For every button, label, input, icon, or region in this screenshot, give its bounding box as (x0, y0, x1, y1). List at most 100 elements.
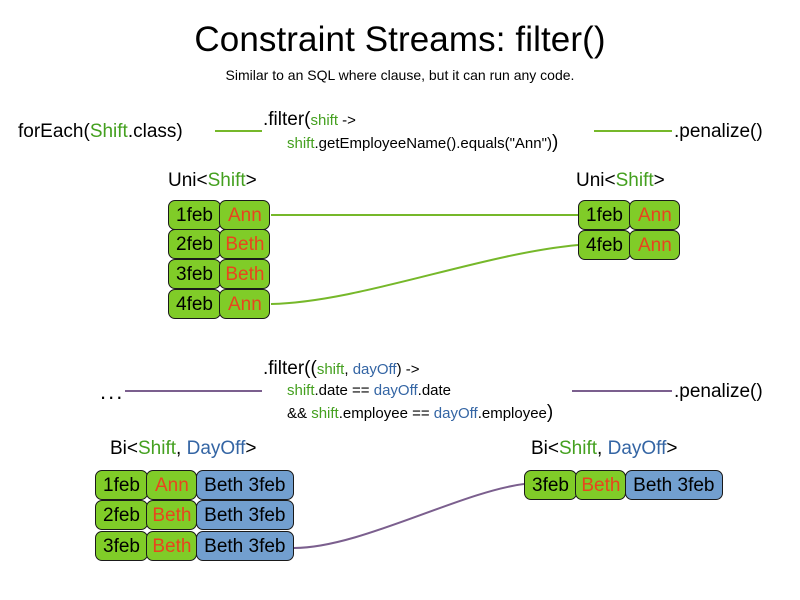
cell-employee: Beth (219, 259, 271, 289)
bi-input-caption-prefix: Bi< (110, 438, 138, 459)
cell-date: 1feb (95, 470, 148, 500)
uni-output-caption-type: Shift (615, 170, 654, 191)
cell-employee-text: Ann (228, 293, 262, 315)
cell-employee-text: Beth (581, 474, 621, 496)
cell-date-text: 1feb (176, 204, 213, 226)
cell-dayoff-text: Beth 3feb (204, 474, 286, 496)
cell-date-text: 2feb (103, 504, 140, 526)
bi-filter-l2-field: .date (417, 382, 452, 399)
bi-output-caption-suffix: > (666, 438, 678, 459)
cell-dayoff: Beth 3feb (195, 531, 294, 561)
bi-filter-l2-op: .date == (314, 382, 374, 399)
cell-dayoff: Beth 3feb (195, 470, 294, 500)
bi-filter-l3-shift: shift (311, 405, 339, 422)
cell-employee-text: Ann (638, 204, 672, 226)
bi-source-ellipsis: ... (100, 379, 125, 404)
bi-input-caption-type2: DayOff (186, 438, 246, 459)
uni-output-caption-prefix: Uni< (576, 170, 616, 191)
cell-employee: Beth (146, 500, 198, 530)
cell-date-text: 3feb (532, 474, 569, 496)
cell-dayoff: Beth 3feb (195, 500, 294, 530)
cell-employee: Ann (146, 470, 198, 500)
bi-filter-arrow: ) -> (396, 361, 420, 378)
uni-filter-expr: .getEmployeeName().equals("Ann") (314, 135, 552, 152)
uni-output-caption: Uni<Shift> (576, 170, 665, 192)
uni-filter-line-2: shift.getEmployeeName().equals("Ann")) (263, 131, 558, 154)
cell-employee-text: Ann (638, 234, 672, 256)
cell-employee: Ann (629, 230, 681, 260)
cell-date: 3feb (168, 259, 221, 289)
bi-output-caption-comma: , (597, 438, 608, 459)
uni-filter-line-1: .filter(shift -> (263, 108, 558, 131)
bi-filter-l2-shift: shift (287, 382, 315, 399)
table-row[interactable]: 1feb Ann (578, 200, 681, 230)
table-row[interactable]: 4feb Ann (578, 230, 681, 260)
table-row[interactable]: 4feb Ann (168, 289, 271, 319)
uni-filter-close-paren: ) (551, 132, 559, 153)
cell-date: 3feb (95, 531, 148, 561)
cell-date: 2feb (95, 500, 148, 530)
cell-dayoff-text: Beth 3feb (633, 474, 715, 496)
uni-input-caption-type: Shift (207, 170, 246, 191)
cell-employee: Beth (575, 470, 627, 500)
cell-date: 3feb (524, 470, 577, 500)
table-row[interactable]: 2feb Beth (168, 229, 271, 259)
wire-uni-4feb (270, 244, 579, 305)
table-row[interactable]: 3feb Beth (168, 259, 271, 289)
cell-date-text: 4feb (586, 234, 623, 256)
cell-date-text: 4feb (176, 293, 213, 315)
wire-bi-3feb (293, 483, 525, 549)
cell-employee: Ann (629, 200, 681, 230)
bi-filter-close-paren: ) (546, 402, 554, 423)
cell-date: 4feb (168, 289, 221, 319)
uni-filter-receiver: shift (287, 135, 315, 152)
uni-input-caption-suffix: > (245, 170, 257, 191)
cell-employee: Ann (219, 200, 271, 230)
table-row[interactable]: 1feb Ann (168, 200, 271, 230)
uni-input-caption: Uni<Shift> (168, 170, 257, 192)
cell-dayoff-text: Beth 3feb (204, 535, 286, 557)
foreach-prefix: forEach( (18, 121, 90, 142)
bi-filter-line-2: shift.date == dayOff.date (263, 380, 553, 401)
cell-date-text: 2feb (176, 233, 213, 255)
cell-date-text: 3feb (176, 263, 213, 285)
bi-output-caption: Bi<Shift, DayOff> (531, 438, 677, 460)
cell-employee: Beth (219, 229, 271, 259)
cell-employee-text: Ann (228, 204, 262, 226)
bi-filter-l2-dayoff: dayOff (373, 382, 418, 399)
bi-output-caption-type2: DayOff (607, 438, 667, 459)
page-subtitle: Similar to an SQL where clause, but it c… (225, 67, 575, 83)
bi-filter-method: .filter(( (263, 358, 317, 379)
table-row[interactable]: 1feb Ann Beth 3feb (95, 470, 294, 500)
bi-output-caption-type1: Shift (559, 438, 598, 459)
table-row[interactable]: 3feb Beth Beth 3feb (524, 470, 723, 500)
cell-employee-text: Beth (152, 504, 192, 526)
uni-input-caption-prefix: Uni< (168, 170, 208, 191)
bi-filter-l3-field: .employee (477, 405, 547, 422)
cell-dayoff: Beth 3feb (624, 470, 723, 500)
bi-output-caption-prefix: Bi< (531, 438, 559, 459)
uni-penalize-label: .penalize() (674, 121, 763, 142)
bi-input-caption-comma: , (176, 438, 187, 459)
bi-filter-l3-and: && (287, 405, 312, 422)
table-row[interactable]: 2feb Beth Beth 3feb (95, 500, 294, 530)
bi-filter-code: .filter((shift, dayOff) -> shift.date ==… (263, 357, 553, 424)
bi-input-caption-suffix: > (245, 438, 257, 459)
cell-dayoff-text: Beth 3feb (204, 504, 286, 526)
bi-filter-line-1: .filter((shift, dayOff) -> (263, 357, 553, 380)
uni-filter-arrow: -> (338, 112, 356, 129)
table-row[interactable]: 3feb Beth Beth 3feb (95, 531, 294, 561)
cell-employee-text: Beth (225, 233, 265, 255)
uni-filter-code: .filter(shift -> shift.getEmployeeName()… (263, 108, 558, 154)
uni-output-caption-suffix: > (653, 170, 665, 191)
bi-input-caption-type1: Shift (138, 438, 177, 459)
bi-filter-line-3: && shift.employee == dayOff.employee) (263, 401, 553, 424)
bi-penalize-label: .penalize() (674, 381, 763, 402)
cell-date: 2feb (168, 229, 221, 259)
bi-filter-param1: shift (316, 361, 345, 378)
bi-filter-l3-op: .employee == (338, 405, 434, 422)
cell-date: 1feb (168, 200, 221, 230)
page-title: Constraint Streams: filter() (194, 20, 606, 59)
bi-input-caption: Bi<Shift, DayOff> (110, 438, 256, 460)
